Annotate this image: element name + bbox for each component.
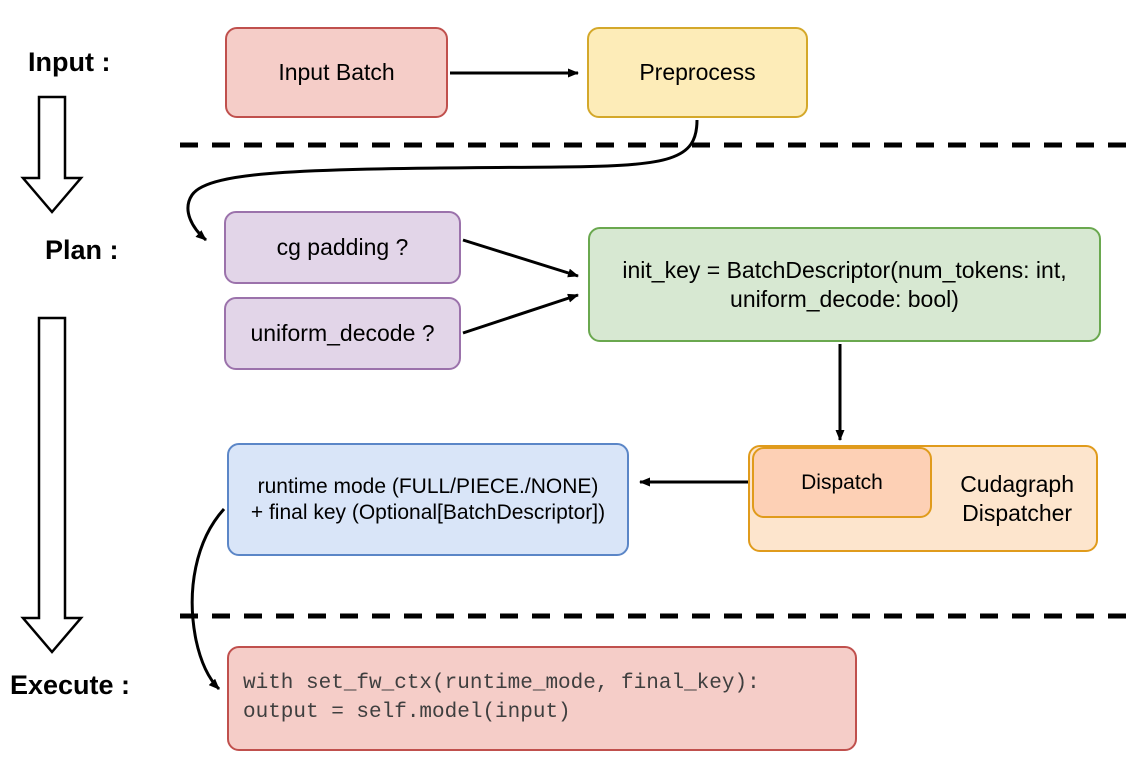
stage-label-input: Input :: [28, 47, 111, 77]
node-preprocess[interactable]: Preprocess: [587, 27, 808, 118]
node-dispatch[interactable]: Dispatch: [752, 447, 932, 518]
node-runtime-mode[interactable]: runtime mode (FULL/PIECE./NONE) + final …: [227, 443, 629, 556]
node-cg-padding[interactable]: cg padding ?: [224, 211, 461, 284]
node-dispatch-label: Dispatch: [801, 470, 883, 494]
node-init-key-label: init_key = BatchDescriptor(num_tokens: i…: [622, 257, 1067, 312]
node-preprocess-label: Preprocess: [639, 59, 756, 86]
node-input-batch-label: Input Batch: [278, 59, 395, 86]
node-uniform-decode[interactable]: uniform_decode ?: [224, 297, 461, 370]
node-input-batch[interactable]: Input Batch: [225, 27, 448, 118]
edge-uniform-decode-to-init-key: [462, 293, 579, 335]
node-execute-code[interactable]: with set_fw_ctx(runtime_mode, final_key)…: [227, 646, 857, 751]
node-execute-code-label: with set_fw_ctx(runtime_mode, final_key)…: [243, 672, 760, 724]
edge-cg-padding-to-init-key: [462, 238, 579, 278]
stage-label-execute: Execute :: [10, 670, 131, 700]
stage-label-plan: Plan :: [45, 235, 119, 265]
node-runtime-mode-label: runtime mode (FULL/PIECE./NONE) + final …: [250, 474, 606, 524]
node-cudagraph-dispatcher-label: Cudagraph Dispatcher: [960, 471, 1074, 526]
plan-to-execute-arrow: [20, 316, 84, 654]
input-to-plan-arrow: [20, 95, 84, 214]
node-cg-padding-label: cg padding ?: [276, 234, 409, 261]
edge-runtime-mode-to-execute-code: [190, 507, 226, 691]
node-init-key[interactable]: init_key = BatchDescriptor(num_tokens: i…: [588, 227, 1101, 342]
node-uniform-decode-label: uniform_decode ?: [250, 320, 435, 347]
